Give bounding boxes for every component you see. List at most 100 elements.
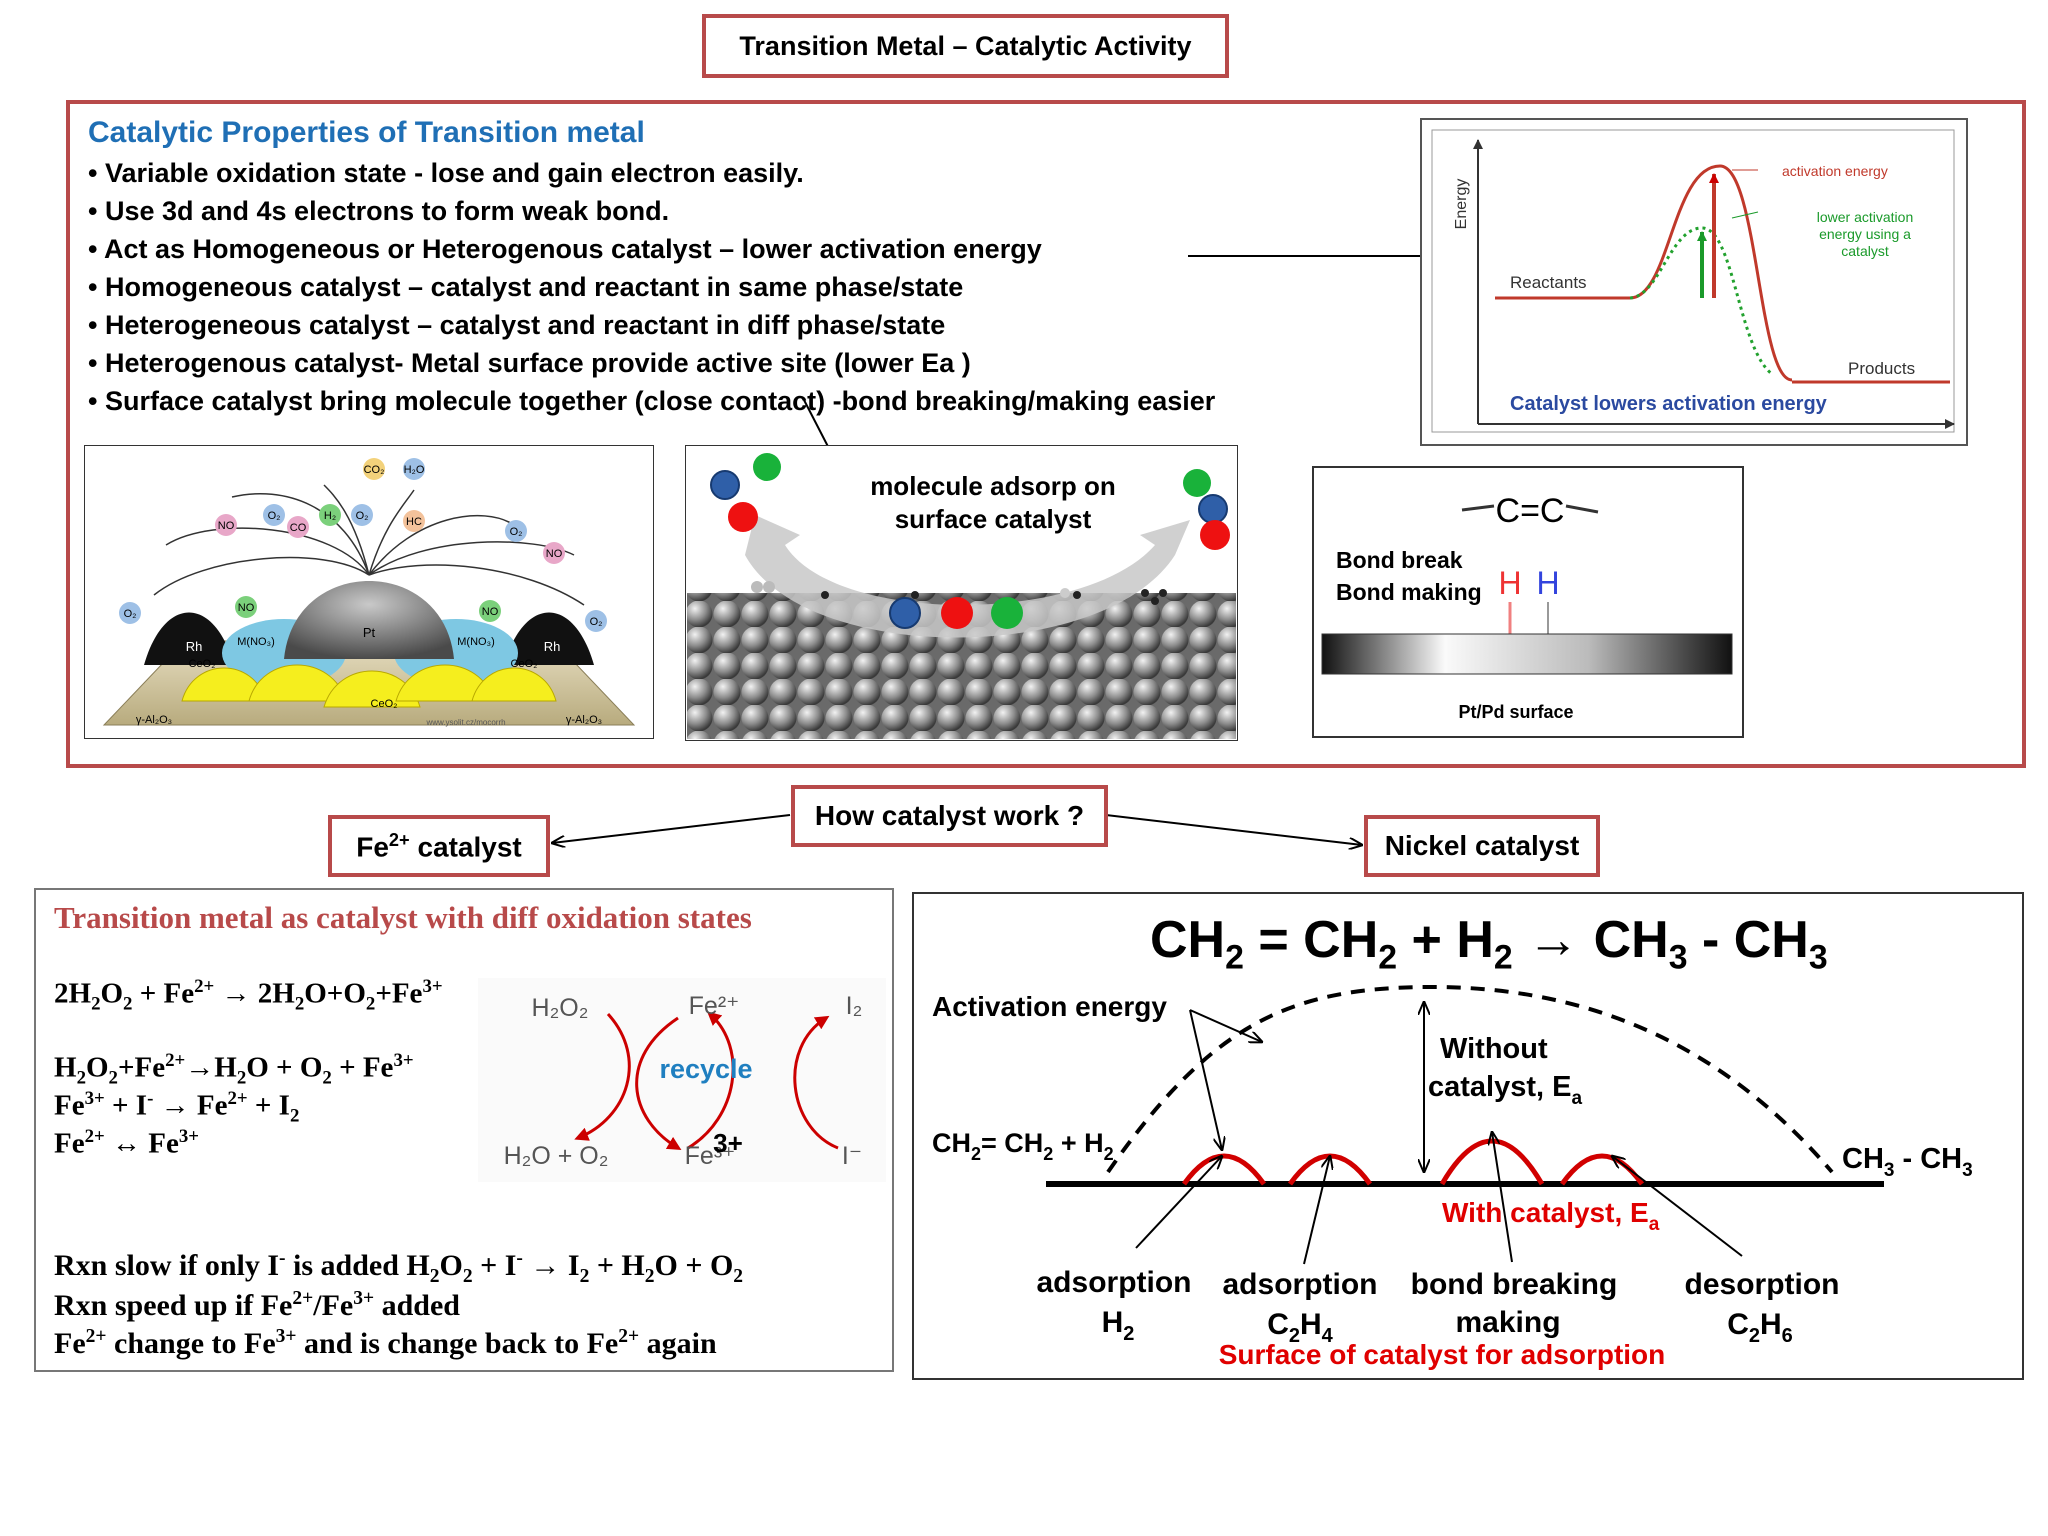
step-label: C2H6 [1727,1308,1793,1347]
co2-label: CO₂ [364,464,385,476]
o2-label: O₂ [590,616,603,628]
nickel-panel [912,892,2024,1380]
cycle-i2: I₂ [846,992,863,1020]
products-label: Products [1848,359,1915,378]
o2-label: O₂ [510,526,523,538]
step-label: making [1455,1306,1560,1339]
bullet-item: Use 3d and 4s electrons to form weak bon… [88,192,1215,230]
ceo2-label: CeO₂ [511,658,538,670]
reactant-label: CH2= CH2 + H2 [932,1128,1114,1164]
reactants-label: Reactants [1510,273,1587,292]
fe-catalyst-text: catalyst [409,831,522,863]
nickel-energy-diagram: Activation energy Without catalyst, Ea C… [932,984,1973,1370]
energy-axis-label: Energy [1453,179,1470,230]
bullet-item: Act as Homogeneous or Heterogenous catal… [88,230,1215,268]
fe-note-3: Fe2+ change to Fe3+ and is change back t… [54,1326,717,1360]
page-title: Transition Metal – Catalytic Activity [739,31,1192,61]
step-label: H2 [1102,1306,1135,1345]
alumina-label: γ-Al₂O₃ [136,714,172,726]
fe-label: Fe2+ catalyst [328,830,550,863]
ceo2-label: CeO₂ [371,698,398,710]
bond-panel [1312,466,1744,738]
fe-equation-4: Fe2+ ↔ Fe3+ [54,1126,200,1160]
adsorption-label: surface catalyst [895,504,1092,534]
pt-label: Pt [363,625,376,640]
eq-sub: 2 [1378,938,1398,977]
o2-label: O₂ [124,608,137,620]
graph-caption: Catalyst lowers activation energy [1510,393,1828,415]
cycle-fe3: Fe³⁺ [685,1142,736,1170]
no-label: NO [218,520,235,532]
adsorption-label: molecule adsorp on [870,471,1116,501]
arrow-to-fe [552,814,791,843]
ceo2-label: CeO₂ [189,658,216,670]
lower-activation-label: energy using a [1819,226,1911,242]
step-label: adsorption [1223,1268,1378,1301]
how-label: How catalyst work ? [814,800,1085,831]
bullet-item: Heterogeneous catalyst – catalyst and re… [88,306,1215,344]
with-catalyst-label: With catalyst, Ea [1442,1197,1660,1235]
rh-label: Rh [186,639,203,654]
product-label: CH3 - CH3 [1842,1143,1973,1181]
bond-making-label: Bond making [1336,579,1482,605]
adsorption-image: molecule adsorp on surface catalyst [685,445,1238,741]
step-label: desorption [1685,1268,1840,1301]
cycle-h2o-o2: H₂O + O₂ [504,1142,609,1170]
eq-part: → CH [1512,911,1669,969]
bullet-item: Homogeneous catalyst – catalyst and reac… [88,268,1215,306]
no-label: NO [238,602,255,614]
surface-caption: Surface of catalyst for adsorption [1219,1339,1666,1370]
eq-sub: 3 [1668,938,1688,977]
fe-equation-1: 2H2O2 + Fe2+ → 2H2O+O2+Fe3+ [54,976,443,1015]
energy-graph-frame [1420,118,1968,446]
without-catalyst-label: Without [1440,1033,1548,1065]
h2-label: H₂ [324,510,336,522]
catalytic-converter-image: CO₂ H₂O NO O₂ CO H₂ O₂ HC O₂ NO O₂ O₂ NO… [84,445,654,739]
fe-box [328,815,550,877]
eq-part: = CH [1243,911,1379,969]
o2-label: O₂ [268,510,281,522]
hydrogen-blue: H [1536,565,1559,601]
rh-label: Rh [544,639,561,654]
o2-label: O₂ [356,510,369,522]
cycle-i-minus: I⁻ [842,1142,862,1170]
bond-break-label: Bond break [1336,547,1463,573]
cycle-fe2: Fe²⁺ [689,992,740,1020]
cycle-recycle: recycle [659,1054,752,1084]
eq-part: CH [1150,911,1226,969]
no-label: NO [546,548,563,560]
title-box [702,14,1229,78]
properties-heading: Catalytic Properties of Transition metal [88,116,645,149]
eq-sub: 2 [1493,938,1513,977]
step-label: bond breaking [1411,1268,1618,1301]
step-label: adsorption [1037,1266,1192,1299]
eq-sub: 2 [1225,938,1244,977]
mno3-label: M(NO₃) [457,636,494,648]
fe-equation-2: H2O2+Fe2+→H2O + O2 + Fe3+ [54,1050,414,1089]
co-label: CO [290,522,307,534]
bullet-item: Variable oxidation state - lose and gain… [88,154,1215,192]
lower-activation-label: lower activation [1817,209,1914,225]
bullet-item: Heterogenous catalyst- Metal surface pro… [88,344,1215,382]
eq-part: - CH [1687,911,1809,969]
h2o-label: H₂O [404,464,425,476]
activation-energy-label: activation energy [1782,163,1888,179]
lower-activation-label: catalyst [1841,243,1889,259]
cycle-overlay: 3+ [713,1128,743,1158]
nickel-label: Nickel catalyst [1384,830,1580,861]
fe-note-1: Rxn slow if only I- is added H2O2 + I- →… [54,1248,744,1287]
properties-list: Variable oxidation state - lose and gain… [88,154,1215,420]
cycle-h2o2: H₂O₂ [532,994,589,1022]
mno3-label: M(NO₃) [237,636,274,648]
fe-cycle-diagram: H₂O₂ Fe²⁺ I₂ H₂O + O₂ Fe³⁺ I⁻ recycle 3+ [478,978,886,1182]
ethene-molecule: C=C [1496,492,1565,530]
hc-label: HC [406,516,422,528]
fe-heading: Transition metal as catalyst with diff o… [54,900,752,935]
activation-energy-label: Activation energy [932,991,1167,1022]
energy-graph: Energy activation energy lower activatio… [1431,129,1955,433]
eq-part: + H [1397,911,1494,969]
hydrogen-red: H [1498,565,1521,601]
nickel-box [1364,815,1600,877]
alumina-label: γ-Al₂O₃ [566,714,602,726]
source-label: www.ysolit.cz/mocorrh [425,718,505,727]
